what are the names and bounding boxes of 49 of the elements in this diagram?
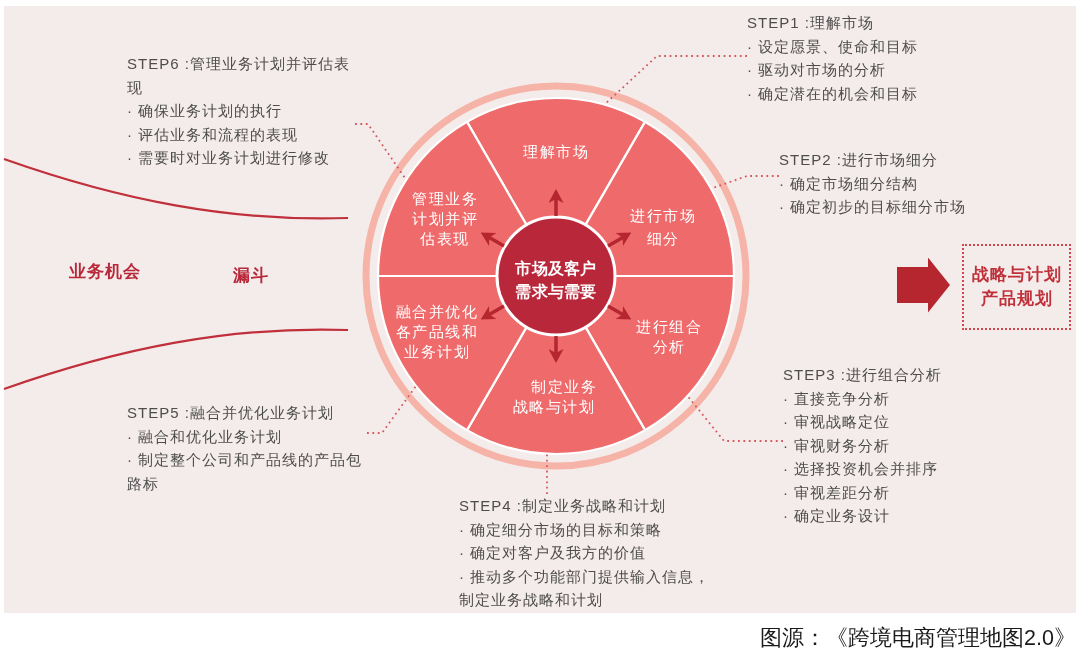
step-heading: STEP6 :管理业务计划并评估表现 [127, 54, 351, 98]
bullet-item: · 确定细分市场的目标和策略 [459, 519, 664, 540]
arrow [480, 232, 505, 248]
bullet-item: · 审视财务分析 [783, 435, 892, 456]
box-label: 产品规划 [980, 288, 1053, 310]
bullet-item: · 融合和优化业务计划 [127, 426, 284, 447]
bullet-item: · 审视差距分析 [783, 482, 892, 503]
segment-label: 进行组合分析 [635, 318, 703, 357]
bullet-item: · 设定愿景、使命和目标 [747, 36, 920, 57]
step-heading: STEP5 :融合并优化业务计划 [127, 403, 335, 423]
step-heading: STEP2 :进行市场细分 [779, 150, 939, 170]
bullet-item: · 驱动对市场的分析 [747, 60, 888, 80]
bullet-item: · 确定潜在的机会和目标 [747, 83, 920, 104]
bullet-item: · 确定市场细分结构 [779, 173, 920, 194]
leader-line [546, 452, 548, 495]
bullet-item: · 确定业务设计 [783, 506, 892, 526]
step-heading: STEP1 :理解市场 [747, 13, 875, 33]
leader-line [366, 385, 417, 434]
bullet-item: · 需要时对业务计划进行修改 [127, 148, 332, 168]
hub-label: 市场及客户需求与需要 [514, 259, 598, 302]
box-label: 战略与计划 [971, 264, 1062, 286]
bullet-item: · 确保业务计划的执行 [127, 101, 284, 121]
segment-label: 管理业务计划并评估表现 [411, 190, 479, 249]
segment-label: 理解市场 [522, 143, 590, 162]
dashed-box [962, 244, 1071, 330]
segment-label: 进行市场细分 [629, 207, 697, 249]
bullet-item: · 直接竞争分析 [783, 388, 892, 409]
label-text: 业务机会 [69, 260, 141, 283]
bullet-item: · 审视战略定位 [783, 412, 892, 432]
bullet-item: · 确定初步的目标细分市场 [779, 197, 968, 217]
step-heading: STEP3 :进行组合分析 [783, 365, 943, 385]
arrow [480, 304, 505, 320]
arrow [607, 304, 632, 320]
bullet-item: · 选择投资机会并排序 [783, 459, 940, 479]
segment-label: 融合并优化各产品线和业务计划 [394, 303, 480, 362]
bullet-item: · 评估业务和流程的表现 [127, 124, 300, 145]
arrow [607, 232, 632, 248]
bullet-item: · 确定对客户及我方的价值 [459, 543, 648, 563]
arrow [548, 336, 564, 363]
label-text: 漏斗 [233, 264, 269, 287]
arrow [548, 189, 564, 216]
caption: 图源：《跨境电商管理地图2.0》 [760, 625, 1076, 652]
bullet-item: · 制定整个公司和产品线的产品包路标 [127, 450, 364, 494]
segment-label: 制定业务战略与计划 [511, 378, 598, 417]
step-heading: STEP4 :制定业务战略和计划 [459, 496, 667, 516]
block-arrow [897, 257, 950, 313]
bullet-item: · 推动多个功能部门提供输入信息，制定业务战略和计划 [459, 566, 712, 610]
leader-line [603, 55, 748, 106]
leader-line [686, 395, 784, 442]
